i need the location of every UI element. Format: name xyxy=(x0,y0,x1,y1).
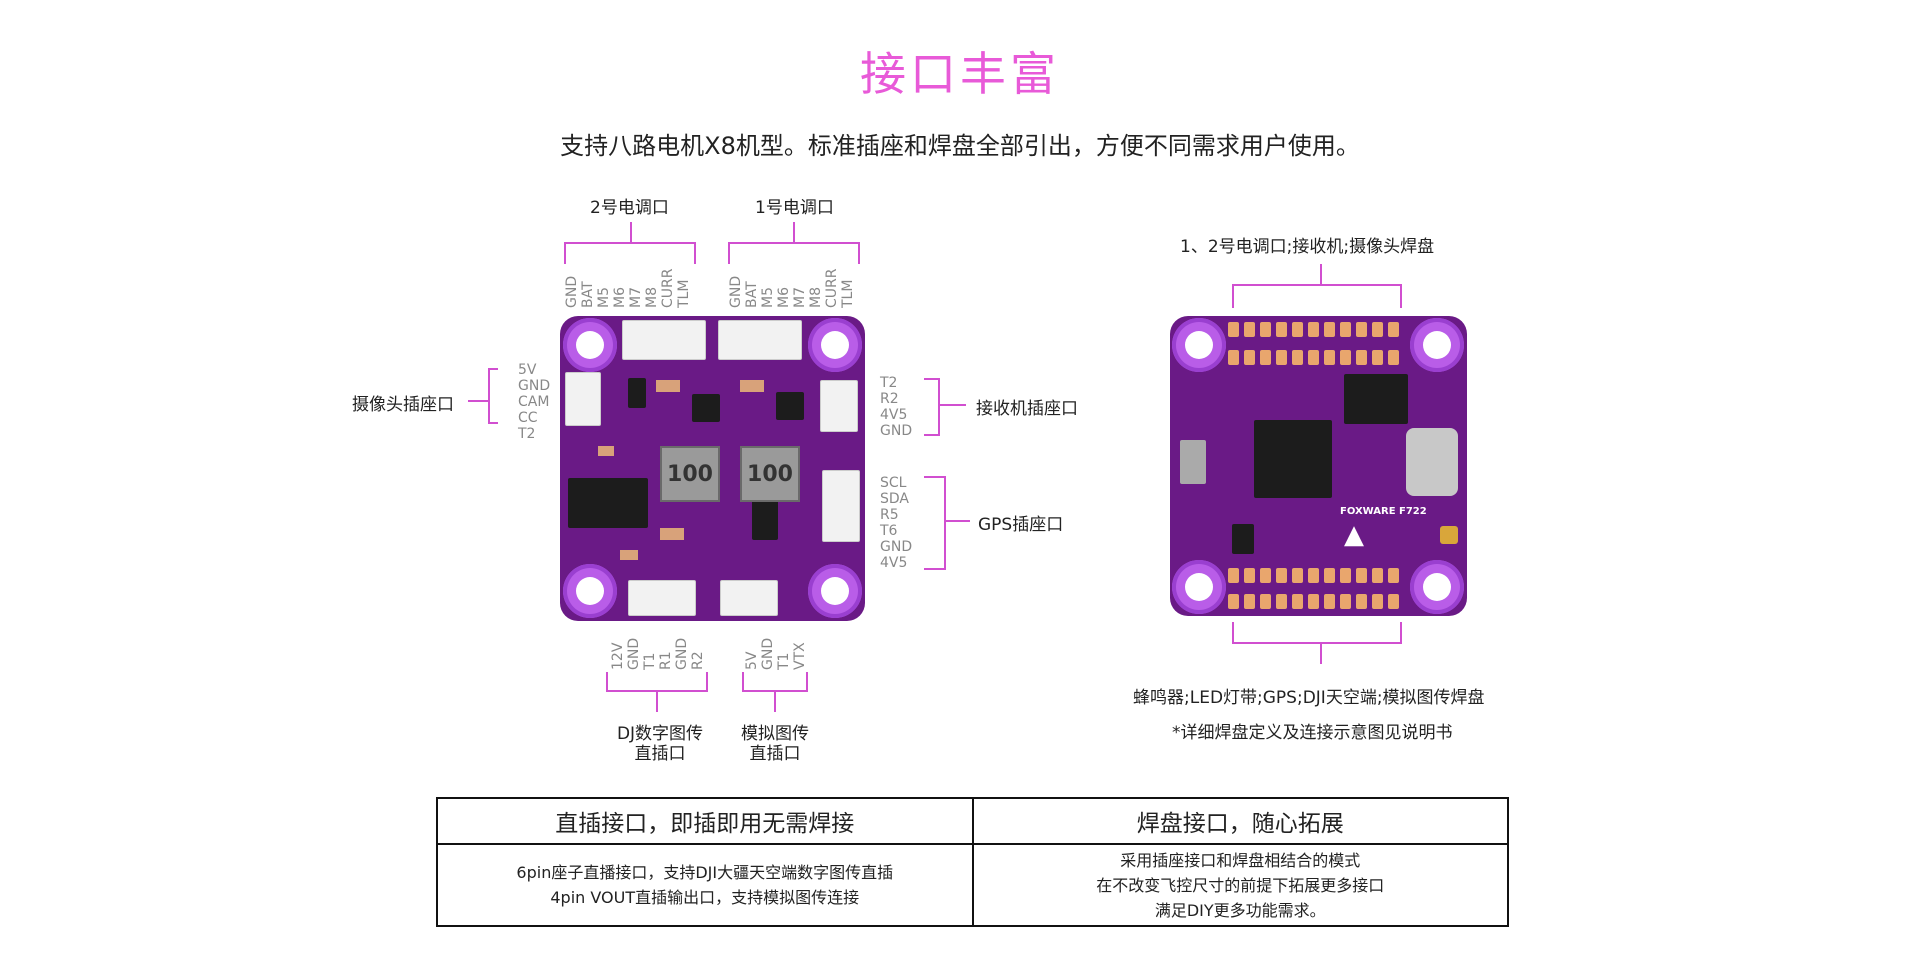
mount-hole xyxy=(1172,318,1226,372)
usb-c-port xyxy=(1406,428,1458,496)
analog-label: 模拟图传直插口 xyxy=(741,724,809,764)
mosfet-chip xyxy=(628,378,646,408)
esc2-connector xyxy=(622,320,706,360)
table-header-solder: 焊盘接口，随心拓展 xyxy=(971,797,1509,845)
manual-note: *详细焊盘定义及连接示意图见说明书 xyxy=(1172,723,1453,743)
f7-logo-icon: ▲ xyxy=(1344,520,1364,550)
right-top-label: 1、2号电调口;接收机;摄像头焊盘 xyxy=(1180,237,1435,257)
feature-table: 直插接口，即插即用无需焊接 焊盘接口，随心拓展 6pin座子直播接口，支持DJI… xyxy=(436,797,1509,927)
gyro-chip xyxy=(1232,524,1254,554)
page-subtitle: 支持八路电机X8机型。标准插座和焊盘全部引出，方便不同需求用户使用。 xyxy=(560,132,1360,160)
esc2-label: 2号电调口 xyxy=(590,198,669,218)
gps-connector xyxy=(822,470,860,542)
regulator-chip xyxy=(692,394,720,422)
table-header-plugin: 直插接口，即插即用无需焊接 xyxy=(436,797,974,845)
inductor: 100 xyxy=(660,446,720,502)
mount-hole xyxy=(1172,560,1226,614)
mount-hole xyxy=(1410,560,1464,614)
dji-label: DJ数字图传直插口 xyxy=(616,724,704,764)
mcu-chip xyxy=(1254,420,1332,498)
regulator-chip xyxy=(776,392,804,420)
mount-hole xyxy=(808,318,862,372)
esc1-connector xyxy=(718,320,802,360)
mount-hole xyxy=(1410,318,1464,372)
camera-connector xyxy=(565,372,601,426)
mount-hole xyxy=(563,318,617,372)
mount-hole xyxy=(808,564,862,618)
mount-hole xyxy=(563,564,617,618)
receiver-connector xyxy=(820,380,858,432)
receiver-label: 接收机插座口 xyxy=(976,399,1078,419)
driver-chip xyxy=(568,478,648,528)
inductor: 100 xyxy=(740,446,800,502)
camera-label: 摄像头插座口 xyxy=(352,395,454,415)
esc1-label: 1号电调口 xyxy=(755,198,834,218)
crystal xyxy=(1180,440,1206,484)
right-bottom-label: 蜂鸣器;LED灯带;GPS;DJI天空端;模拟图传焊盘 xyxy=(1133,688,1485,708)
dji-connector xyxy=(628,580,696,616)
boot-button xyxy=(1440,526,1458,544)
ldo-chip xyxy=(752,500,778,540)
analog-connector xyxy=(720,580,778,616)
table-cell-solder: 采用插座接口和焊盘相结合的模式在不改变飞控尺寸的前提下拓展更多接口满足DIY更多… xyxy=(971,843,1509,927)
page-title: 接口丰富 xyxy=(860,47,1060,101)
gps-label: GPS插座口 xyxy=(978,515,1064,535)
flash-chip xyxy=(1344,374,1408,424)
brand-text: FOXWARE F722 xyxy=(1340,506,1427,517)
